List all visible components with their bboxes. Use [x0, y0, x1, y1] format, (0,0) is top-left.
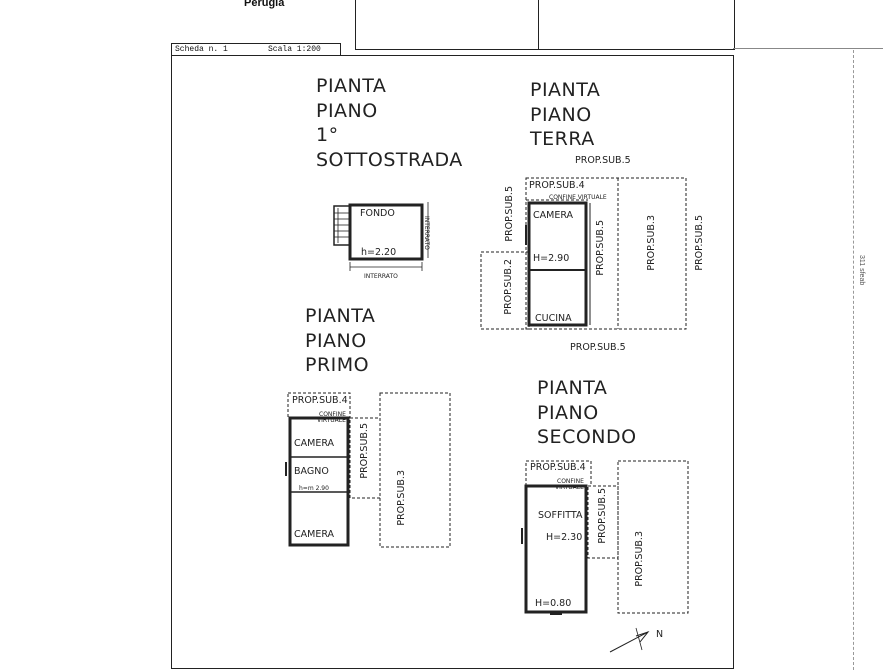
city-name: Perugia: [244, 0, 285, 9]
ground-label-sub5-inner: PROP.SUB.5: [595, 220, 606, 276]
sheet-number: Scheda n. 1: [175, 45, 228, 54]
second-confine: CONFINE: [557, 478, 584, 485]
second-virtuale: VIRTUALE: [555, 484, 584, 491]
first-title: PIANTA PIANO PRIMO: [305, 305, 376, 376]
second-room-soffitta: SOFFITTA: [538, 510, 583, 521]
ground-label-sub3: PROP.SUB.3: [646, 215, 657, 271]
north-label: N: [656, 629, 664, 640]
ground-label-top: PROP.SUB.5: [575, 155, 631, 166]
ground-label-left: PROP.SUB.5: [504, 186, 515, 242]
scale-label: Scala 1:200: [268, 45, 321, 54]
drawing-frame: [171, 55, 734, 669]
first-confine: CONFINE: [319, 411, 346, 418]
first-label-sub4: PROP.SUB.4: [292, 395, 348, 406]
second-label-sub5: PROP.SUB.5: [597, 488, 608, 544]
first-walls: [288, 416, 350, 547]
ground-room-camera: CAMERA: [533, 210, 574, 221]
north-arrow: [609, 631, 649, 653]
first-label-sub3: PROP.SUB.3: [396, 470, 407, 526]
ground-walls: [527, 201, 588, 327]
first-room-camera-bottom: CAMERA: [294, 529, 335, 540]
ground-title: PIANTA PIANO TERRA: [530, 79, 601, 150]
second-title: PIANTA PIANO SECONDO: [537, 377, 637, 448]
first-height: h=m 2.90: [299, 485, 329, 492]
side-code: 311 sfeab: [858, 255, 865, 286]
basement-interrato: INTERRATO: [364, 273, 398, 280]
ground-confine: CONFINE VIRTUALE: [549, 194, 607, 201]
second-walls: [524, 484, 588, 614]
basement-title: PIANTA PIANO 1° SOTTOSTRADA: [316, 75, 463, 171]
ground-label-right: PROP.SUB.5: [694, 215, 705, 271]
second-height-high: H=2.30: [546, 532, 583, 543]
basement-height: h=2.20: [361, 247, 397, 258]
second-label-sub3: PROP.SUB.3: [634, 531, 645, 587]
page-edge: [853, 50, 854, 670]
first-label-sub5: PROP.SUB.5: [359, 423, 370, 479]
first-sub3-boundary: [379, 392, 451, 548]
second-sub3-boundary: [617, 460, 689, 614]
title-block: [355, 0, 735, 50]
title-rule: [733, 48, 883, 49]
ground-height: H=2.90: [533, 253, 570, 264]
second-height-low: H=0.80: [535, 598, 572, 609]
ground-outer-boundary: [525, 177, 687, 330]
basement-stair-box: [333, 205, 351, 246]
ground-label-sub4: PROP.SUB.4: [529, 180, 585, 191]
basement-room-label: FONDO: [360, 208, 395, 219]
first-room-camera-top: CAMERA: [294, 438, 335, 449]
ground-label-bottom: PROP.SUB.5: [570, 342, 626, 353]
ground-label-sub2: PROP.SUB.2: [503, 259, 514, 315]
ground-room-cucina: CUCINA: [535, 313, 572, 324]
second-label-sub4: PROP.SUB.4: [530, 462, 586, 473]
first-room-bagno: BAGNO: [294, 466, 329, 477]
basement-side-label: INTERRATO: [423, 216, 430, 250]
first-virtuale: VIRTUALE: [317, 417, 346, 424]
